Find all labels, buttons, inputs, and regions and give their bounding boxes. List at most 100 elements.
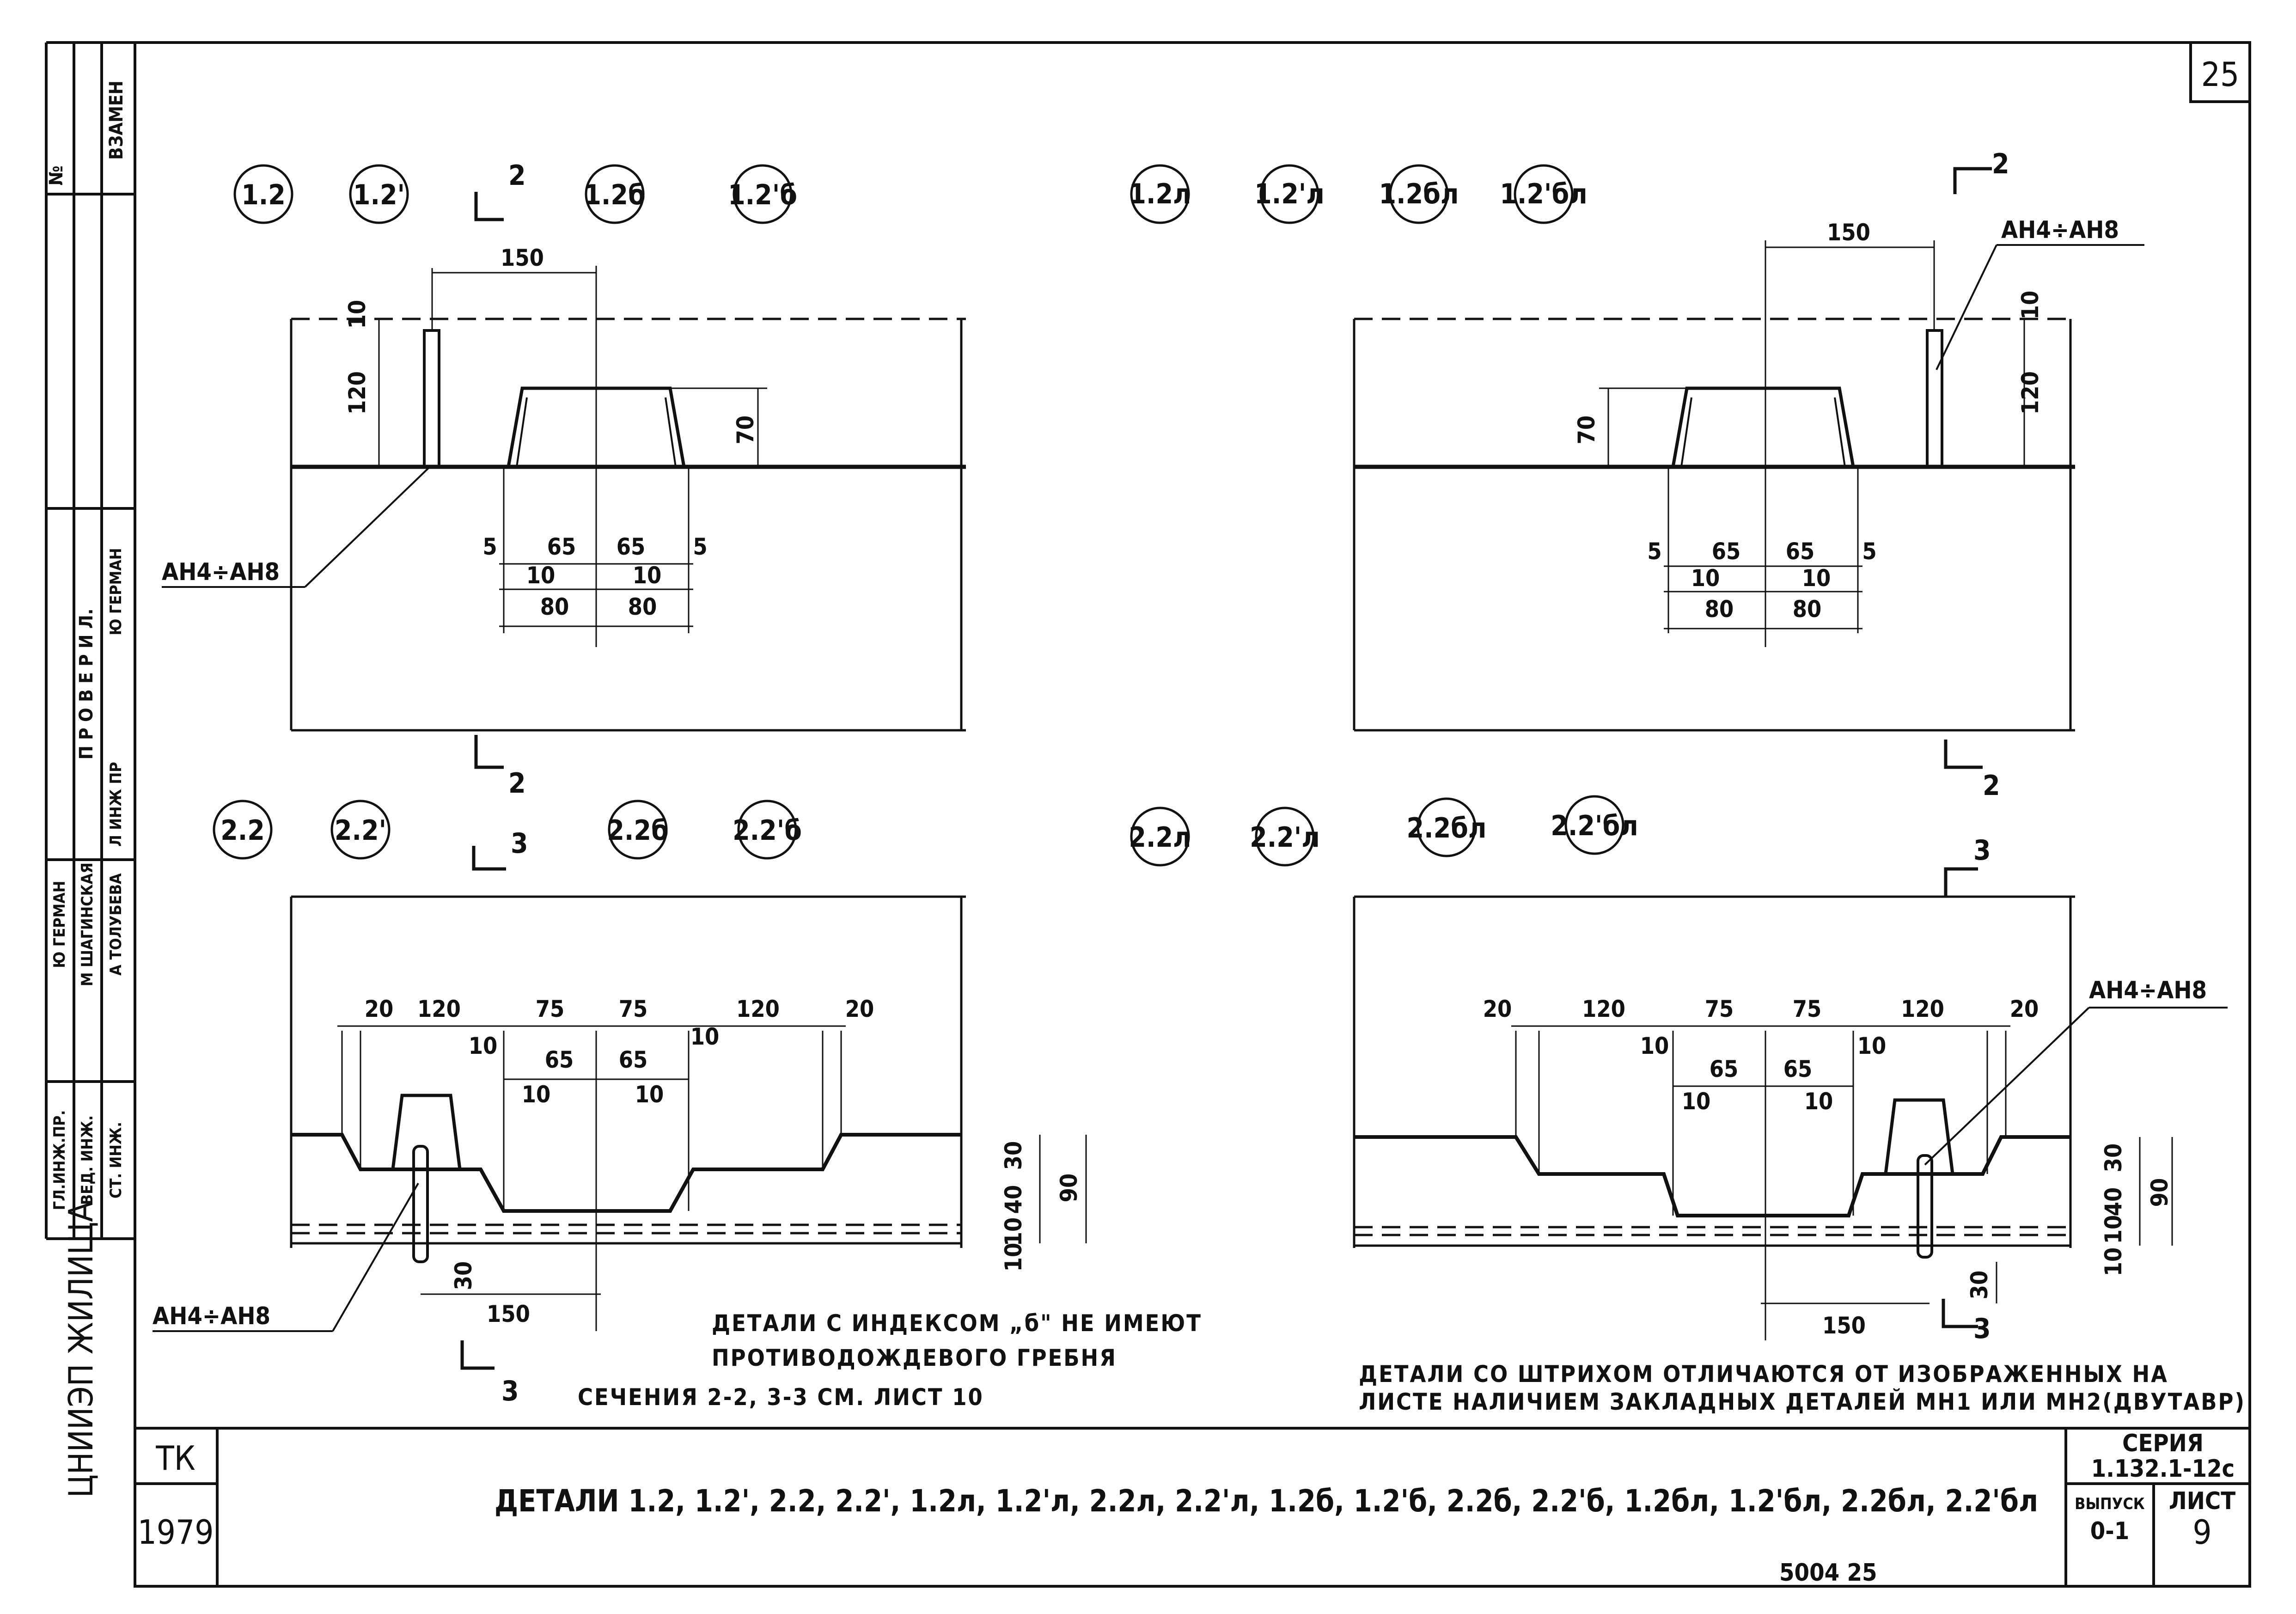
panel-1-dim-5-left: 5 (482, 533, 497, 560)
panel-4-dim-30-right: 30 (2100, 1143, 2127, 1173)
title-year: 1979 (138, 1513, 214, 1552)
panel-3-dim-10-f: 10 (1000, 1243, 1027, 1272)
panel-3-drawing (153, 846, 1087, 1370)
panel-2-dim-5-right: 5 (1862, 538, 1876, 565)
panel-2-dim-10: 10 (2017, 291, 2044, 320)
panel-3-marks (213, 800, 797, 860)
panel-3-mark-3: 2.2б (607, 814, 668, 847)
panel-1-mark-4: 1.2'б (728, 179, 797, 211)
stamp-role-2: ВЕД. ИНЖ. (78, 1115, 97, 1205)
panel-3-dim-65-left: 65 (545, 1046, 574, 1073)
panel-3-dim-75-left: 75 (536, 996, 565, 1022)
panel-3-leader-label: АН4÷АН8 (153, 1302, 270, 1330)
panel-2-section-top: 2 (1992, 148, 2009, 180)
panel-3-dim-120-left: 120 (417, 996, 461, 1022)
panel-4-marks (1130, 795, 1624, 867)
panel-2-mark-4: 1.2'бл (1500, 178, 1587, 210)
panel-1-dim-65-right: 65 (617, 533, 646, 560)
panel-3-dim-10-a: 10 (469, 1033, 498, 1059)
panel-1-dim-70: 70 (732, 416, 759, 445)
panel-3-dim-20-right: 20 (845, 996, 874, 1022)
panel-3-dim-10-c: 10 (522, 1081, 551, 1108)
panel-3-dim-20-left: 20 (365, 996, 394, 1022)
panel-4-dim-10-e: 10 (2100, 1215, 2127, 1244)
panel-4-dim-10-a: 10 (1640, 1033, 1669, 1059)
panel-1-mark-3: 1.2б (584, 179, 645, 211)
panel-3-dim-90: 90 (1056, 1174, 1082, 1203)
panel-1-dim-65-left: 65 (547, 533, 576, 560)
panel-3-dim-30-bottom: 30 (450, 1261, 477, 1290)
panel-3-section-top: 3 (511, 827, 528, 860)
panel-2-section-bottom: 2 (1983, 770, 2000, 802)
title-text: ДЕТАЛИ 1.2, 1.2', 2.2, 2.2', 1.2л, 1.2'л… (495, 1483, 2038, 1519)
stamp-name-1: Ю ГЕРМАН (50, 880, 69, 968)
panel-4-drawing (1353, 867, 2228, 1340)
panel-1-dim-10-right: 10 (633, 562, 662, 589)
panel-3-dim-150: 150 (487, 1301, 530, 1327)
sheet-number-box (2189, 41, 2251, 103)
panel-2-leader-label: АН4÷АН8 (2001, 216, 2119, 244)
panel-3-mark-2: 2.2' (335, 814, 386, 847)
panel-4-section-top: 3 (1973, 834, 1991, 867)
sheet-frame (134, 41, 2251, 1588)
panel-4-leader-label: АН4÷АН8 (2089, 977, 2207, 1004)
panel-1-marks (233, 164, 793, 224)
panel-2-dim-80-left: 80 (1705, 596, 1734, 623)
panel-1-mark-2: 1.2' (353, 179, 405, 211)
panel-3-mark-1: 2.2 (220, 814, 265, 847)
panel-1-dim-10-left: 10 (526, 562, 556, 589)
panel-3-dim-10-e: 10 (1000, 1217, 1027, 1247)
panel-2-mark-1: 1.2л (1129, 178, 1191, 210)
stamp-role-3: СТ. ИНЖ. (107, 1122, 125, 1198)
stamp-org: ЦНИИЭП ЖИЛИЩА (61, 1201, 100, 1498)
sheet-number: 25 (2201, 55, 2239, 94)
note-index-b-line-2: ПРОТИВОДОЖДЕВОГО ГРЕБНЯ (712, 1345, 1117, 1371)
panel-1-mark-1: 1.2 (241, 179, 286, 211)
stamp-vzamen: ВЗАМЕН (106, 80, 127, 159)
note-prime-line-1: ДЕТАЛИ СО ШТРИХОМ ОТЛИЧАЮТСЯ ОТ ИЗОБРАЖЕ… (1359, 1361, 2168, 1388)
panel-4-mark-3: 2.2бл (1407, 812, 1487, 844)
stamp-name-3: А ТОЛУБЕВА (107, 873, 125, 976)
stamp-proverila-role: Л ИНЖ ПР (107, 762, 125, 846)
panel-1-section-bottom: 2 (508, 767, 526, 800)
panel-3-dim-65-right: 65 (619, 1046, 648, 1073)
panel-2-dim-10-right: 10 (1802, 565, 1831, 592)
panel-4-dim-10-b: 10 (1857, 1033, 1887, 1059)
panel-1-dim-10: 10 (344, 300, 371, 329)
vypusk-value: 0-1 (2090, 1517, 2130, 1545)
footer-mark: 5004 25 (1779, 1559, 1877, 1587)
panel-2-mark-3: 1.2бл (1379, 178, 1459, 210)
panel-3-section-bottom: 3 (501, 1375, 519, 1407)
panel-1-dim-80-left: 80 (540, 593, 569, 620)
panel-4-mark-4: 2.2'бл (1551, 810, 1638, 842)
panel-1-dim-120: 120 (344, 371, 371, 415)
list-label: ЛИСТ (2169, 1487, 2235, 1515)
panel-4-dim-20-right: 20 (2010, 996, 2039, 1022)
panel-1-leader-label: АН4÷АН8 (162, 558, 280, 586)
panel-4-dim-30-bottom: 30 (1966, 1271, 1993, 1300)
panel-4-mark-1: 2.2л (1129, 821, 1191, 854)
panel-2-dim-80-right: 80 (1793, 596, 1822, 623)
panel-4-mark-2: 2.2'л (1250, 821, 1320, 854)
title-code: ТК (155, 1439, 195, 1478)
panel-2-dim-150: 150 (1827, 219, 1870, 246)
panel-4-dim-75-right: 75 (1793, 996, 1822, 1022)
note-sections-reference: СЕЧЕНИЯ 2-2, 3-3 СМ. ЛИСТ 10 (578, 1384, 984, 1411)
panel-4-dim-75-left: 75 (1705, 996, 1734, 1022)
panel-1-dim-5-right: 5 (693, 533, 707, 560)
panel-4-dim-120-left: 120 (1582, 996, 1625, 1022)
panel-3-mark-4: 2.2'б (733, 814, 802, 847)
panel-3-dim-40: 40 (1000, 1185, 1027, 1214)
panel-4-dim-20-left: 20 (1483, 996, 1512, 1022)
panel-4-dim-10-c: 10 (1682, 1088, 1711, 1115)
stamp-name-2: М ШАГИНСКАЯ (78, 862, 97, 986)
note-prime-line-2: ЛИСТЕ НАЛИЧИЕМ ЗАКЛАДНЫХ ДЕТАЛЕЙ МН1 ИЛИ… (1359, 1388, 2246, 1415)
panel-2-dim-70: 70 (1573, 416, 1600, 445)
panel-2-dim-65-left: 65 (1712, 538, 1741, 565)
panel-2-dim-120: 120 (2017, 371, 2044, 415)
stamp-number: № (46, 165, 67, 185)
panel-3-dim-10-b: 10 (690, 1023, 720, 1050)
vypusk-label: ВЫПУСК (2075, 1495, 2145, 1513)
seria-value: 1.132.1-12с (2091, 1455, 2235, 1483)
